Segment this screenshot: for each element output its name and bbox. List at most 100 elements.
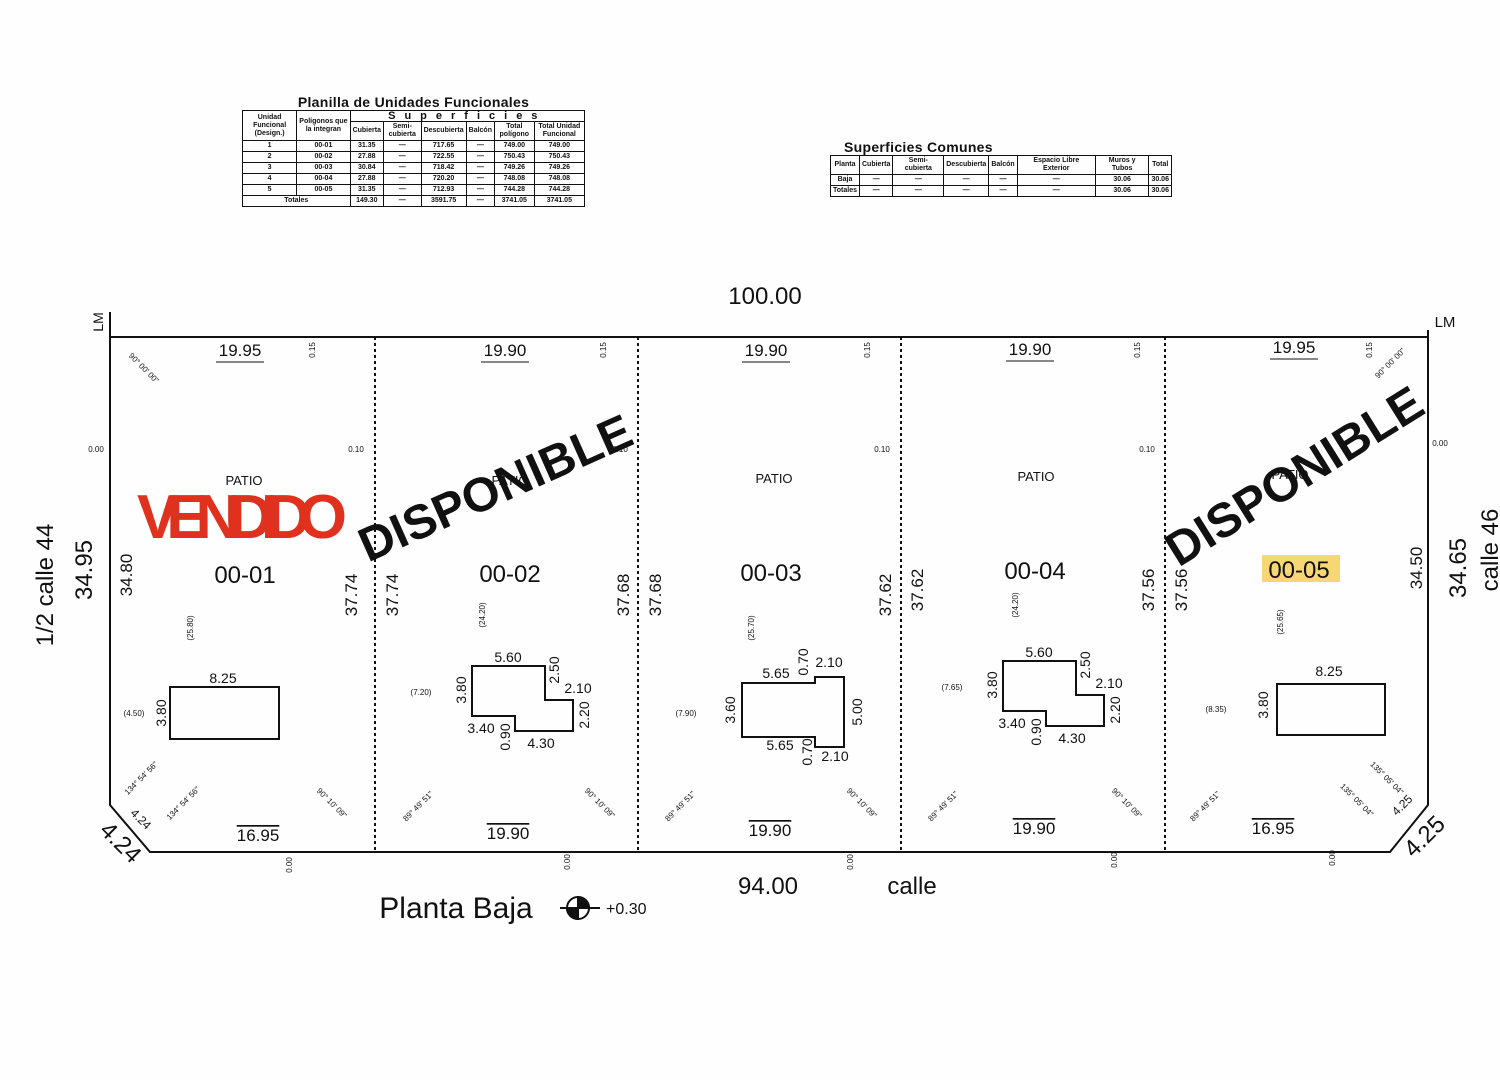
right-depth: 37.62 <box>876 574 895 617</box>
front-top: 100.00 <box>728 283 801 310</box>
dimension-label: 8.25 <box>1315 663 1342 679</box>
cell: Totales <box>830 185 860 197</box>
dimension-label: 0.70 <box>799 738 815 765</box>
dimension-label: 4.25 <box>1389 792 1416 819</box>
patio-label: PATIO <box>1017 469 1054 484</box>
cell: — <box>943 185 990 197</box>
dimension-label: 2.10 <box>1095 675 1122 691</box>
dimension-label: 0.10 <box>612 445 628 454</box>
dimension-label: 90° 10' 09" <box>315 786 349 820</box>
highlight <box>1262 555 1340 582</box>
dimension-label: 4.24 <box>128 806 155 833</box>
patio-label: PATIO <box>491 473 528 488</box>
dimension-label: (24.20) <box>1011 592 1020 618</box>
dimension-label: 5.00 <box>849 698 865 725</box>
status-stamp-available: DISPONIBLE <box>351 405 641 573</box>
building-00-04 <box>1002 660 1105 727</box>
dimension-label: 5.65 <box>762 665 789 681</box>
dimension-label: 89° 49' 51" <box>1188 789 1222 823</box>
cell: 3741.05 <box>493 195 535 207</box>
dimension-label: 2.10 <box>815 654 842 670</box>
dimension-label: 0.15 <box>1133 342 1142 358</box>
dimension-label: 90° 10' 09" <box>1110 786 1144 820</box>
dimension-label: 0.15 <box>863 342 872 358</box>
bottom-dimension: 19.90 <box>487 824 530 843</box>
level-title: Planta Baja <box>379 892 533 925</box>
units-table: Planilla de Unidades Funcionales Unidad … <box>241 94 586 207</box>
dimension-label: (25.70) <box>747 615 756 641</box>
unit-id: 00-05 <box>1268 557 1329 584</box>
dimension-label: 0.00 <box>1328 850 1337 866</box>
col-header: Polígonos que la integran <box>296 110 351 141</box>
dimension-label: 134° 54' 56" <box>123 760 160 797</box>
dimension-label: 5.60 <box>1025 644 1052 660</box>
dimension-label: 0.00 <box>846 854 855 870</box>
unit-id: 00-02 <box>479 561 540 588</box>
left-depth: 34.95 <box>71 540 98 600</box>
col-header: Unidad Funcional (Design.) <box>241 110 298 141</box>
right-depth: 37.68 <box>614 574 633 617</box>
right-depth: 37.56 <box>1139 569 1158 612</box>
dimension-label: (7.65) <box>942 683 963 692</box>
dimension-label: 0.10 <box>874 445 890 454</box>
cell: — <box>858 185 894 197</box>
dimension-label: 2.10 <box>564 680 591 696</box>
dimension-label: 0.15 <box>308 342 317 358</box>
street-label: calle <box>887 873 936 900</box>
dimension-label: 3.80 <box>153 699 169 726</box>
cell: — <box>382 195 422 207</box>
left-depth: 37.68 <box>646 574 665 617</box>
common-table-title: Superficies Comunes <box>844 139 993 155</box>
dimension-label: 3.80 <box>984 671 1000 698</box>
dimension-label: 8.25 <box>209 670 236 686</box>
dimension-label: 4.30 <box>527 735 554 751</box>
cell: 30.06 <box>1148 185 1172 197</box>
status-stamp-available: DISPONIBLE <box>1156 377 1433 577</box>
units-table-title: Planilla de Unidades Funcionales <box>297 94 530 110</box>
dimension-label: 89° 49' 51" <box>663 789 697 823</box>
right-depth: 37.74 <box>342 574 361 617</box>
right-street: calle 46 <box>1477 509 1500 592</box>
dimension-label: 135° 05' 04" <box>1368 760 1405 797</box>
dimension-label: 2.50 <box>546 656 562 683</box>
unit-id: 00-01 <box>214 562 275 589</box>
dimension-label: (8.35) <box>1206 705 1227 714</box>
dimension-label: 3.40 <box>467 720 494 736</box>
dimension-label: 0.70 <box>795 648 811 675</box>
building-00-01 <box>169 686 280 740</box>
chamfer-right: 4.25 <box>1399 811 1451 863</box>
dimension-label: 4.30 <box>1058 730 1085 746</box>
cell: 149.30 <box>349 195 384 207</box>
dimension-label: (24.20) <box>478 602 487 628</box>
unit-id: 00-04 <box>1004 558 1065 585</box>
dimension-label: 134° 54' 56" <box>165 785 202 822</box>
dimension-label: 3.80 <box>453 676 469 703</box>
dimension-label: 90° 10' 09" <box>845 786 879 820</box>
cell: — <box>1016 185 1096 197</box>
lm-left: LM <box>90 312 106 331</box>
dimension-label: 3.60 <box>722 696 738 723</box>
cell: — <box>988 185 1018 197</box>
dimension-label: 135° 05' 04" <box>1338 782 1375 819</box>
dimension-label: 2.10 <box>821 748 848 764</box>
right-depth: 34.50 <box>1407 547 1426 590</box>
lot-dividers <box>374 337 1166 852</box>
dimension-label: 0.15 <box>599 342 608 358</box>
dimension-label: 0.00 <box>1432 439 1448 448</box>
top-dimension: 19.90 <box>1009 340 1052 359</box>
cell: Totales <box>242 195 351 207</box>
bottom-dimension: 19.90 <box>1013 819 1056 838</box>
left-depth: 37.74 <box>383 574 402 617</box>
level-value: +0.30 <box>606 901 647 918</box>
left-depth: 34.80 <box>117 554 136 597</box>
dimension-label: 90° 10' 09" <box>583 786 617 820</box>
level-symbol-icon <box>560 895 600 921</box>
left-depth: 37.56 <box>1172 569 1191 612</box>
dimension-label: 89° 49' 51" <box>401 789 435 823</box>
